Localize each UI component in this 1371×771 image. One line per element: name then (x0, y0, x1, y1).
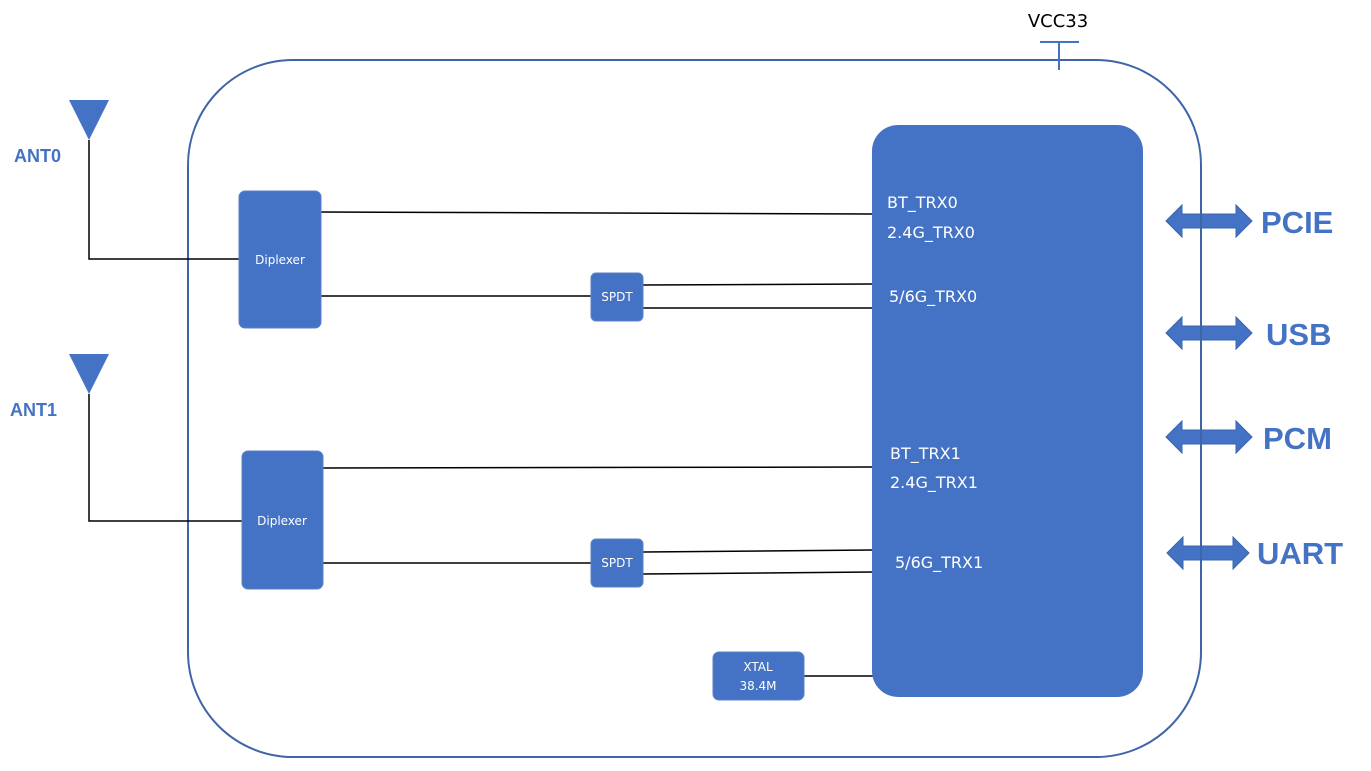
antenna-icon (69, 354, 109, 394)
pin-2g4-trx1: 2.4G_TRX1 (890, 473, 978, 493)
interface-pcm: PCM (1165, 419, 1332, 456)
diplexer-label: Diplexer (257, 514, 307, 528)
power-supply: VCC33 (1028, 11, 1088, 70)
spdt-label: SPDT (601, 290, 633, 304)
pin-2g4-trx0: 2.4G_TRX0 (887, 223, 975, 243)
diplexer-0: Diplexer (238, 190, 322, 329)
xtal-label-line2: 38.4M (739, 679, 776, 693)
diplexer-label: Diplexer (255, 253, 305, 267)
bidirectional-arrow-icon (1165, 315, 1253, 351)
diplexer-1: Diplexer (241, 450, 324, 590)
pin-5g6g-trx0: 5/6G_TRX0 (889, 287, 977, 307)
interface-pcie: PCIE (1165, 203, 1333, 240)
pin-5g6g-trx1: 5/6G_TRX1 (895, 553, 983, 573)
spdt-block (590, 538, 644, 588)
antenna-0-wire (88, 140, 239, 260)
antenna-1-wire (88, 394, 242, 522)
antenna-icon (69, 100, 109, 140)
interface-label: USB (1266, 317, 1331, 352)
bidirectional-arrow-icon (1166, 535, 1250, 571)
interface-label: PCIE (1261, 205, 1333, 240)
bidirectional-arrow-icon (1165, 203, 1253, 239)
power-label: VCC33 (1028, 11, 1088, 32)
spdt-switch-0: SPDT (590, 272, 644, 322)
bidirectional-arrow-icon (1165, 419, 1253, 455)
wifi-bt-chip: BT_TRX0 2.4G_TRX0 5/6G_TRX0 BT_TRX1 2.4G… (872, 125, 1143, 697)
interface-label: UART (1257, 536, 1343, 571)
wire-spdt1-chip-b (642, 571, 873, 575)
xtal-block (712, 651, 805, 701)
xtal-label-line1: XTAL (743, 660, 773, 674)
antenna-label: ANT1 (10, 400, 57, 420)
pin-bt-trx0: BT_TRX0 (887, 193, 958, 213)
chip-block (872, 125, 1143, 697)
spdt-switch-1: SPDT (590, 538, 644, 588)
crystal-oscillator: XTAL 38.4M (712, 651, 805, 701)
antenna-1: ANT1 (10, 354, 242, 522)
wire-spdt1-chip-a (642, 549, 873, 553)
interface-uart: UART (1166, 535, 1343, 571)
wire-spdt0-chip-a (642, 283, 873, 286)
spdt-label: SPDT (601, 556, 633, 570)
interface-label: PCM (1263, 421, 1332, 456)
antenna-0: ANT0 (14, 100, 239, 260)
diplexer-block (241, 450, 324, 590)
interface-usb: USB (1165, 315, 1331, 352)
wire-diplexer1-bt-trx1 (322, 466, 873, 469)
spdt-block (590, 272, 644, 322)
wire-diplexer0-bt-trx0 (320, 211, 873, 215)
pin-bt-trx1: BT_TRX1 (890, 444, 961, 464)
antenna-label: ANT0 (14, 146, 61, 166)
diplexer-block (238, 190, 322, 329)
